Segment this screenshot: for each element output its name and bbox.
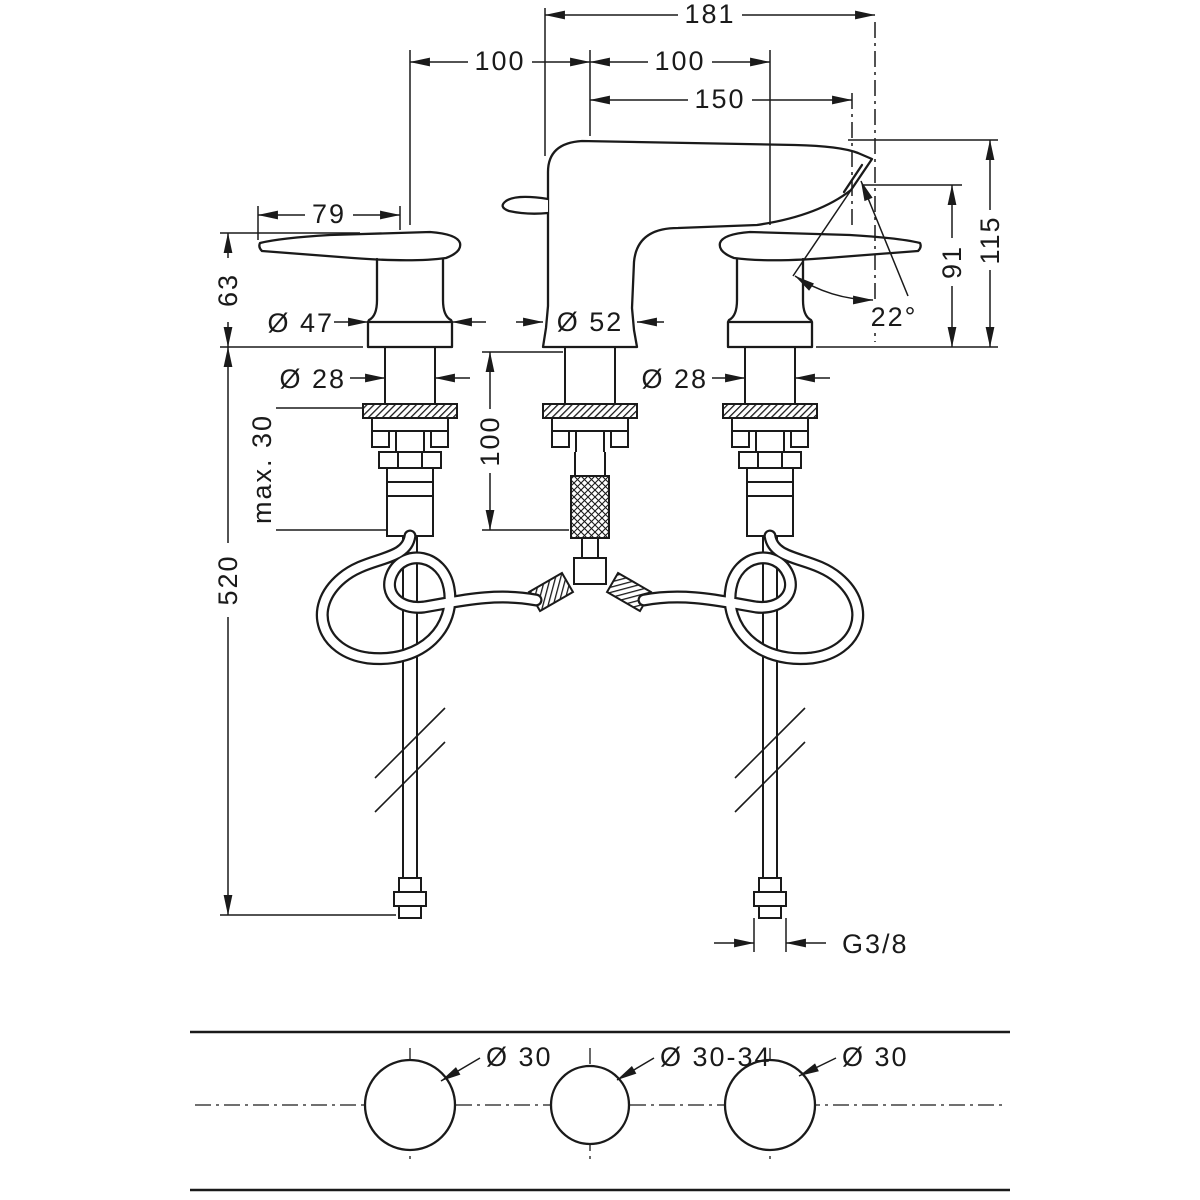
- dim-label-100-vertical: 100: [475, 409, 505, 473]
- below-deck-assembly: [362, 347, 818, 919]
- dim-label-thread: G3/8: [842, 929, 909, 959]
- dim-text-100-vertical: 100: [475, 415, 505, 466]
- dim-label-angle-22: 22°: [866, 302, 922, 332]
- right-valve-assembly: [722, 347, 818, 919]
- dim-text-thread: G3/8: [842, 929, 909, 959]
- plan-label-hole-right: Ø 30: [842, 1042, 909, 1072]
- dim-text-dia28-right: Ø 28: [641, 364, 708, 394]
- dim-text-max-30: max. 30: [247, 414, 277, 524]
- hole-left-circle: [363, 1058, 457, 1152]
- dim-label-100-right: 100: [648, 46, 712, 76]
- spout-aerator-line: [842, 163, 864, 194]
- right-handle-lever: [718, 230, 922, 262]
- hole-right-circle: [723, 1058, 817, 1152]
- dim-label-91: 91: [937, 238, 967, 286]
- dim-text-91: 91: [937, 245, 967, 279]
- drain-pull-lever: [501, 195, 550, 215]
- dim-text-115: 115: [975, 215, 1005, 264]
- dim-label-dia52: Ø 52: [550, 307, 630, 337]
- faucet-elevation: [258, 139, 922, 349]
- dim-label-79: 79: [305, 199, 353, 229]
- dim-text-150: 150: [694, 84, 745, 114]
- left-handle-body-fill: [369, 260, 451, 347]
- flexible-hoses: [315, 529, 865, 666]
- right-handle-body-fill: [729, 260, 811, 347]
- hole-center-circle: [549, 1064, 631, 1146]
- dim-label-115: 115: [975, 210, 1005, 270]
- left-pipe-connector: [398, 877, 422, 893]
- dim-text-181: 181: [684, 0, 735, 29]
- right-pipe-connector: [758, 877, 782, 893]
- dim-text-520: 520: [213, 554, 243, 605]
- dim-text-79: 79: [312, 199, 346, 229]
- hole-plan-view: Ø 30 Ø 30-34 Ø 30: [190, 1030, 1010, 1192]
- left-handle-lever: [258, 230, 462, 262]
- dim-text-100-right: 100: [654, 46, 705, 76]
- left-valve-assembly: [362, 347, 458, 919]
- dim-text-dia52: Ø 52: [557, 307, 624, 337]
- dimension-labels: 181 100 100 150 79 63 520 max. 30: [213, 0, 1005, 959]
- plan-label-hole-center: Ø 30-34: [660, 1042, 772, 1072]
- tee-connector: [573, 557, 607, 585]
- dim-label-dia28-left: Ø 28: [279, 364, 346, 394]
- dim-label-63: 63: [213, 258, 243, 322]
- dim-text-dia47: Ø 47: [267, 308, 334, 338]
- left-handle-body: [366, 257, 454, 349]
- threaded-tailpiece: [570, 475, 610, 539]
- center-shank-assembly: [527, 347, 653, 613]
- dim-label-181: 181: [678, 0, 742, 29]
- plan-label-hole-left: Ø 30: [486, 1042, 553, 1072]
- dim-label-dia28-right: Ø 28: [641, 364, 708, 394]
- dim-label-150: 150: [688, 84, 752, 114]
- dim-text-100-left: 100: [474, 46, 525, 76]
- dim-text-dia28-left: Ø 28: [279, 364, 346, 394]
- dim-label-520: 520: [213, 543, 243, 617]
- right-handle-body: [726, 257, 814, 349]
- dim-text-63: 63: [213, 273, 243, 307]
- dim-label-max-30: max. 30: [247, 407, 277, 531]
- dim-text-angle-22: 22°: [871, 302, 918, 332]
- left-pipe-break-mark: [374, 707, 446, 779]
- right-pipe-break-mark: [734, 707, 806, 779]
- dim-label-dia47: Ø 47: [267, 308, 334, 338]
- dim-label-100-left: 100: [468, 46, 532, 76]
